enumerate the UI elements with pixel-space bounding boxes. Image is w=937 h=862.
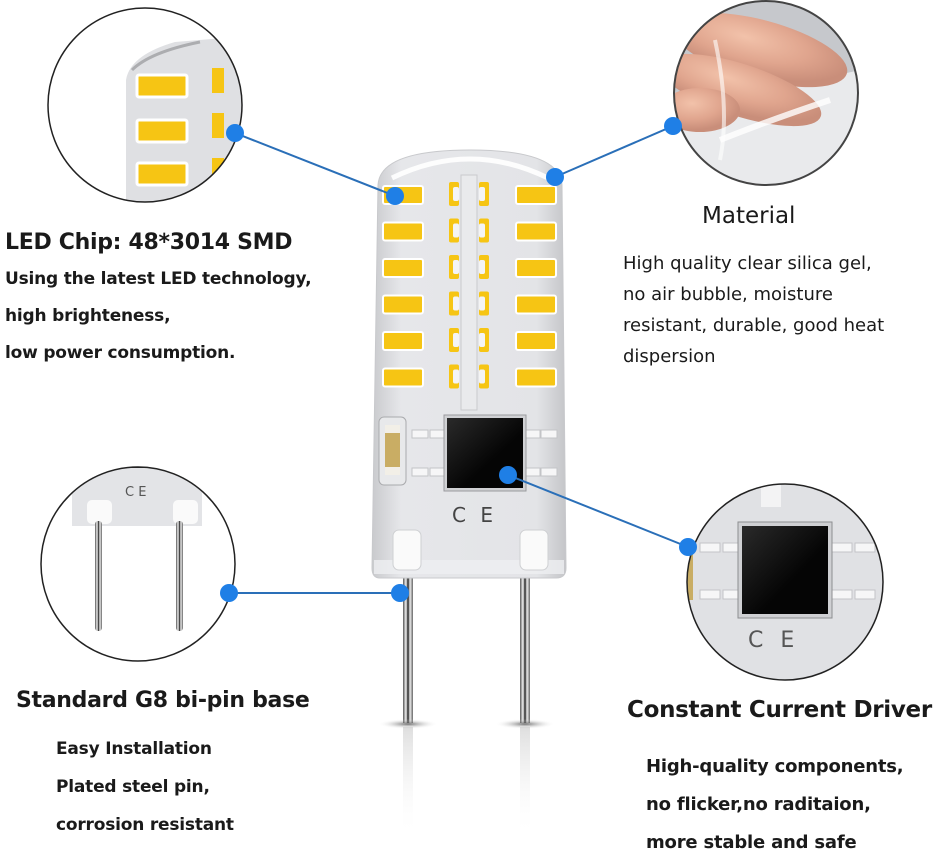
callout-dot	[679, 538, 697, 556]
pin-right	[520, 578, 530, 723]
material-line: resistant, durable, good heat	[623, 315, 885, 336]
led-chip-pad	[453, 296, 459, 311]
callout-dot	[220, 584, 238, 602]
driver-title: Constant Current Driver	[627, 697, 932, 723]
led-chip-callout: LED Chip: 48*3014 SMD Using the latest L…	[5, 230, 312, 372]
led-chip	[515, 367, 557, 388]
led-chip-line: high brighteness,	[5, 306, 171, 326]
led-chip-pad	[453, 187, 459, 201]
led-chip-line: Using the latest LED technology,	[5, 269, 312, 289]
base-title: Standard G8 bi-pin base	[16, 688, 310, 713]
led-chip	[515, 294, 557, 315]
led-chip-pad	[479, 369, 485, 384]
base-zoom-circle: C E	[40, 466, 236, 662]
led-chip	[382, 221, 424, 242]
led-chip	[382, 294, 424, 315]
led-chip	[515, 331, 557, 351]
led-chip-pad	[479, 187, 485, 201]
ce-mark-driver-zoom: C E	[748, 628, 800, 653]
material-heading: Material	[702, 203, 796, 229]
led-chip-pad	[453, 260, 459, 274]
driver-line: no flicker,no raditaion,	[646, 794, 871, 815]
material-line: no air bubble, moisture	[623, 284, 833, 305]
led-chip-pad	[479, 260, 485, 274]
material-zoom-circle	[673, 0, 859, 186]
led-bulb	[371, 149, 567, 837]
base-callout: Easy Installation Plated steel pin, corr…	[56, 730, 234, 844]
led-chip	[515, 221, 557, 242]
base-line: corrosion resistant	[56, 815, 234, 835]
led-chip	[382, 258, 424, 278]
driver-zoom-circle	[686, 483, 884, 681]
callout-dot	[386, 187, 404, 205]
pin-left	[403, 578, 413, 723]
driver-callout: High-quality components, no flicker,no r…	[646, 748, 904, 862]
ce-mark-small: C E	[125, 485, 146, 500]
base-line: Plated steel pin,	[56, 777, 210, 797]
ce-mark: C E	[452, 503, 497, 527]
led-chip-pad	[453, 369, 459, 384]
material-line: dispersion	[623, 346, 716, 367]
led-chip-pad	[453, 333, 459, 347]
callout-dot	[499, 466, 517, 484]
led-chip	[515, 258, 557, 278]
led-chip-pad	[479, 223, 485, 238]
callout-dot	[226, 124, 244, 142]
callout-connectors	[220, 117, 697, 602]
led-chip-pad	[453, 223, 459, 238]
material-line: High quality clear silica gel,	[623, 253, 872, 274]
led-chip	[382, 331, 424, 351]
led-chip	[382, 367, 424, 388]
base-line: Easy Installation	[56, 739, 212, 759]
material-callout: High quality clear silica gel, no air bu…	[623, 248, 884, 372]
driver-line: High-quality components,	[646, 756, 904, 777]
led-chip-pad	[479, 333, 485, 347]
material-title: Material	[702, 203, 795, 229]
callout-dot	[664, 117, 682, 135]
led-chip-pad	[479, 296, 485, 311]
led-chip-line: low power consumption.	[5, 343, 236, 363]
callout-dot	[546, 168, 564, 186]
callout-dot	[391, 584, 409, 602]
led-chip-title: LED Chip: 48*3014 SMD	[5, 230, 293, 255]
led-chip-zoom-circle	[47, 7, 243, 203]
led-chip	[515, 185, 557, 205]
driver-line: more stable and safe	[646, 832, 857, 853]
